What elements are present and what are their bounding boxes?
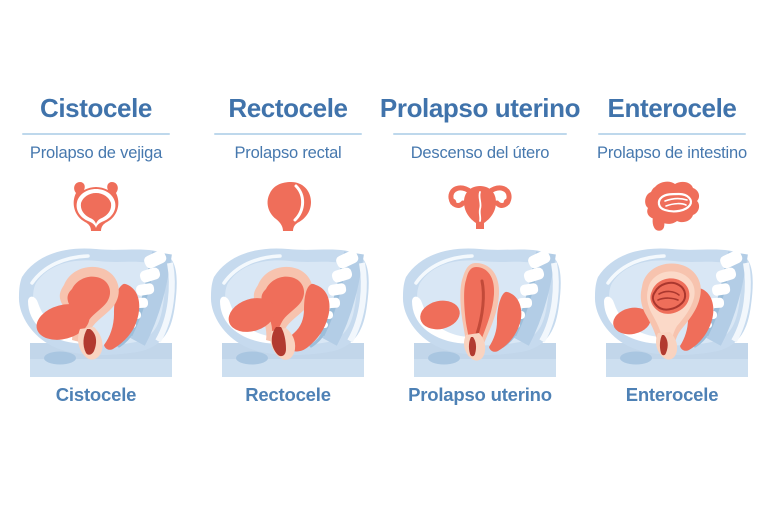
- title-underline: [393, 132, 567, 135]
- prolapse-infographic: Cistocele Prolapso de vejiga Cistocele: [0, 93, 768, 406]
- column-subtitle: Descenso del útero: [410, 143, 550, 162]
- column-rectocele: Rectocele Prolapso rectal Rectocele: [192, 93, 384, 406]
- bladder-icon: [68, 175, 124, 235]
- title-underline: [598, 132, 746, 135]
- column-title: Enterocele: [607, 93, 737, 123]
- pelvis-illustration-enterocele: [586, 239, 758, 377]
- rectum-icon: [260, 175, 316, 235]
- column-enterocele: Enterocele Prolapso de intestino: [576, 93, 768, 406]
- pelvis-illustration-rectocele: [202, 239, 374, 377]
- column-label: Rectocele: [245, 383, 331, 405]
- column-prolapso-uterino: Prolapso uterino Descenso del útero: [380, 93, 581, 406]
- column-title: Cistocele: [39, 93, 152, 123]
- column-label: Prolapso uterino: [408, 383, 552, 405]
- column-subtitle: Prolapso rectal: [234, 143, 342, 162]
- pelvis-illustration-cistocele: [10, 239, 182, 377]
- pelvis-illustration-uterino: [394, 239, 566, 377]
- title-underline: [214, 132, 362, 135]
- title-underline: [22, 132, 170, 135]
- column-label: Cistocele: [55, 383, 137, 405]
- column-label: Enterocele: [625, 383, 719, 405]
- intestine-icon: [640, 175, 704, 235]
- column-subtitle: Prolapso de vejiga: [29, 143, 163, 162]
- column-title: Prolapso uterino: [379, 93, 581, 123]
- column-title: Rectocele: [228, 93, 348, 123]
- uterus-icon: [447, 175, 513, 235]
- column-cistocele: Cistocele Prolapso de vejiga Cistocele: [0, 93, 192, 406]
- column-subtitle: Prolapso de intestino: [597, 143, 747, 162]
